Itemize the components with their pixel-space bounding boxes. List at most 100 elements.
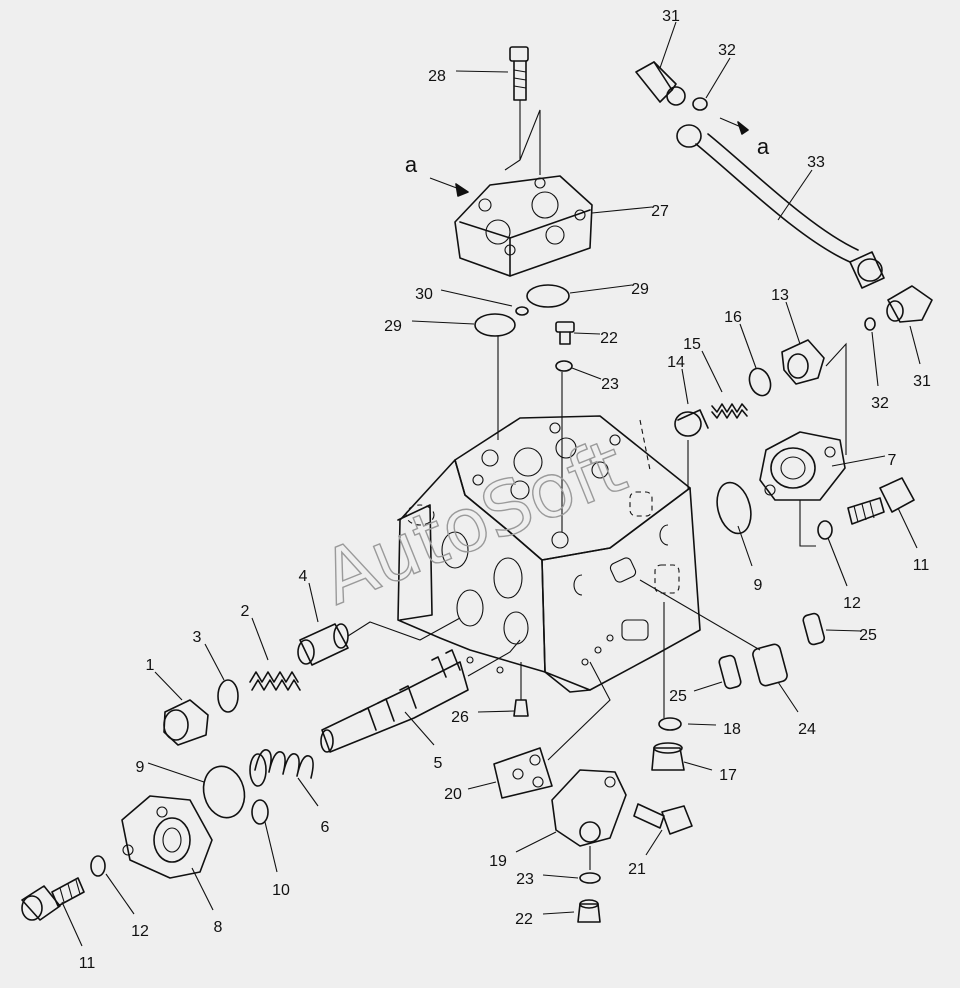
callout-7: 7 — [888, 452, 897, 469]
callout-leader-20 — [467, 781, 497, 790]
callout-9: 9 — [754, 577, 763, 594]
callout-11: 11 — [913, 557, 930, 574]
callout-18: 18 — [723, 721, 741, 738]
callout-leader-23 — [542, 874, 579, 879]
callout-leader-27 — [591, 206, 653, 214]
callout-leader-15 — [701, 350, 723, 393]
callout-11: 11 — [79, 955, 96, 972]
callout-32: 32 — [871, 395, 889, 412]
right-parts — [674, 339, 847, 490]
callout-leader-24 — [777, 681, 799, 713]
callout-10: 10 — [272, 882, 290, 899]
callout-16: 16 — [724, 309, 742, 326]
callout-leader-1 — [154, 671, 183, 701]
callout-31: 31 — [662, 8, 680, 25]
callout-23: 23 — [516, 871, 534, 888]
callout-leader-22 — [542, 911, 575, 915]
flange-8 — [121, 795, 213, 879]
watermark: AutoSoft — [310, 423, 637, 622]
callout-leader-12 — [105, 873, 135, 915]
callout-4: 4 — [299, 568, 308, 585]
callout-leader-14 — [681, 368, 689, 405]
callout-leader-21 — [645, 829, 663, 856]
flange-7 — [759, 431, 846, 547]
reference-letters: aa — [405, 134, 770, 177]
bolt-11-left — [21, 855, 106, 921]
callout-15: 15 — [683, 336, 701, 353]
callout-leader-31 — [659, 21, 677, 69]
callout-20: 20 — [444, 786, 462, 803]
callout-leader-5 — [404, 711, 435, 746]
callout-leader-31 — [909, 325, 921, 365]
bolt-28 — [504, 46, 541, 175]
callout-5: 5 — [434, 755, 443, 772]
callout-leader-22 — [573, 332, 601, 335]
callout-17: 17 — [719, 767, 737, 784]
callout-leader-25 — [825, 629, 862, 632]
callout-leader-9 — [737, 525, 753, 567]
bolt-11-right — [817, 477, 915, 540]
callout-31: 31 — [913, 373, 931, 390]
callout-leader-8 — [191, 867, 214, 911]
spool-assembly — [163, 617, 521, 825]
callout-13: 13 — [771, 287, 789, 304]
callout-leader-12 — [827, 537, 848, 587]
plug-22-top — [555, 321, 575, 532]
callout-leader-11 — [897, 507, 918, 549]
callout-leader-28 — [455, 70, 509, 73]
callout-leader-9 — [147, 762, 205, 783]
lower-parts — [493, 579, 826, 923]
callout-leader-10 — [264, 821, 278, 873]
callout-leader-18 — [687, 723, 717, 726]
callout-33: 33 — [807, 154, 825, 171]
callout-leader-33 — [777, 169, 813, 221]
callout-28: 28 — [428, 68, 446, 85]
callout-leader-3 — [204, 643, 225, 681]
callout-23: 23 — [601, 376, 619, 393]
reference-letter-a-right: a — [757, 134, 770, 159]
callout-leader-25 — [693, 681, 723, 692]
callout-leader-11 — [61, 901, 83, 947]
callout-leader-2 — [251, 617, 269, 661]
tube-assembly — [429, 61, 933, 331]
callout-29: 29 — [631, 281, 649, 298]
callout-19: 19 — [489, 853, 507, 870]
callout-12: 12 — [131, 923, 149, 940]
callout-2: 2 — [241, 603, 250, 620]
callout-leader-13 — [785, 301, 801, 345]
callout-27: 27 — [651, 203, 669, 220]
callout-22: 22 — [515, 911, 533, 928]
top-cover — [454, 175, 593, 277]
callout-leader-26 — [477, 710, 515, 713]
callout-leader-32 — [871, 331, 879, 387]
callout-25: 25 — [859, 627, 877, 644]
callout-30: 30 — [415, 286, 433, 303]
top-orings — [474, 284, 570, 440]
callout-22: 22 — [600, 330, 618, 347]
callout-leader-23 — [571, 367, 602, 380]
callout-21: 21 — [628, 861, 646, 878]
callout-leader-17 — [683, 761, 713, 771]
callout-labels: 1234567899101111121213141516171819202122… — [79, 8, 931, 972]
callout-1: 1 — [146, 657, 155, 674]
callout-25: 25 — [669, 688, 687, 705]
callout-leader-29 — [411, 320, 475, 325]
callout-leader-7 — [831, 455, 886, 467]
callout-9: 9 — [136, 759, 145, 776]
callout-32: 32 — [718, 42, 736, 59]
callout-14: 14 — [667, 354, 685, 371]
callout-leader-6 — [297, 777, 319, 807]
callout-leader-32 — [705, 57, 731, 99]
callout-leader-30 — [440, 289, 513, 307]
callout-3: 3 — [193, 629, 202, 646]
callout-29: 29 — [384, 318, 402, 335]
callout-26: 26 — [451, 709, 469, 726]
valve-body — [397, 415, 701, 693]
callout-6: 6 — [321, 819, 330, 836]
callout-8: 8 — [214, 919, 223, 936]
o-ring-9-right — [716, 481, 752, 535]
callout-leader-29 — [569, 284, 633, 294]
callout-12: 12 — [843, 595, 861, 612]
callout-leader-4 — [308, 582, 319, 623]
